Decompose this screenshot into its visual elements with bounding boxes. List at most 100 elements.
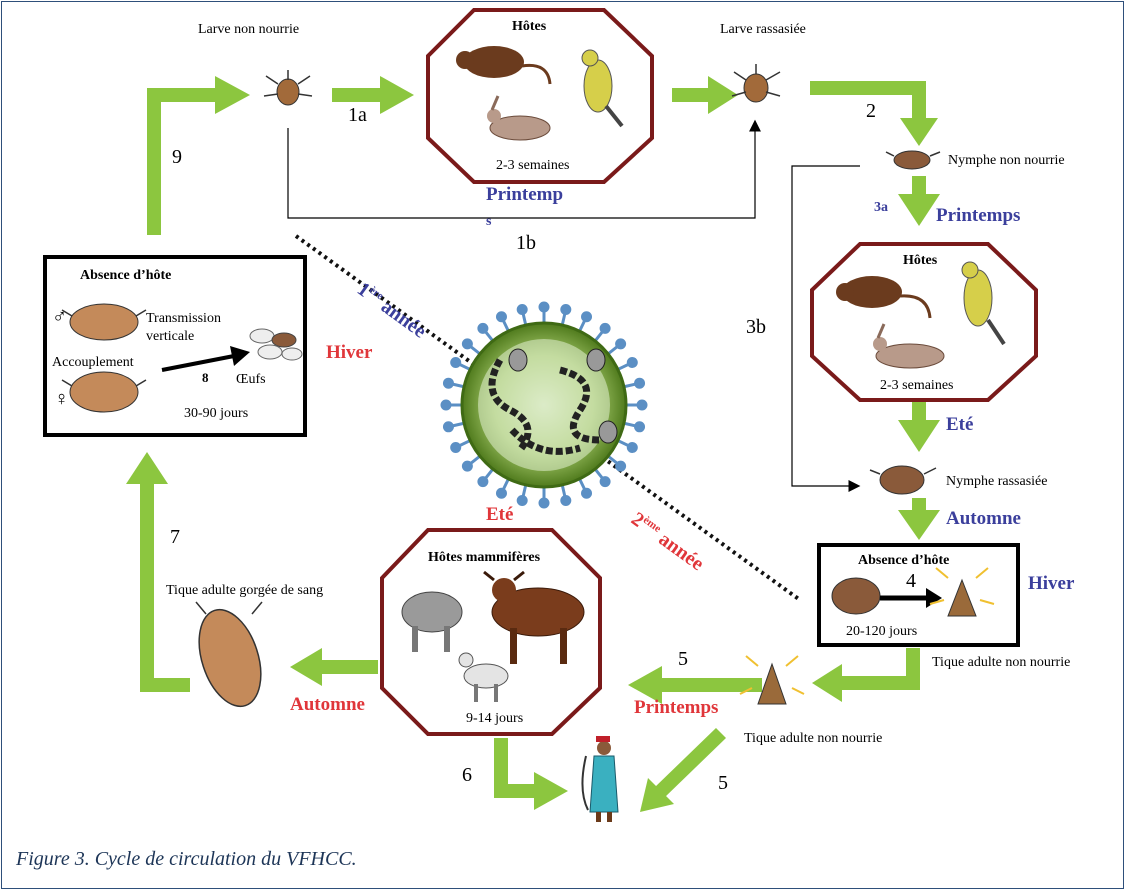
step-5-human: 5 [718, 772, 728, 794]
box-left-transmission-line1: Transmission [146, 311, 221, 326]
arrow-automne-right [898, 498, 940, 540]
rabbit-icon-2 [873, 323, 945, 369]
virus-spike-tip [495, 311, 507, 323]
virus-spike-tip [442, 421, 454, 433]
season-automne-right: Automne [946, 508, 1021, 529]
cattle-icon [483, 570, 585, 664]
season-hiver-right: Hiver [1028, 573, 1075, 594]
virus-spike-tip [581, 311, 593, 323]
box-left-transmission-line2: verticale [146, 329, 195, 344]
label-tique-adulte-non-nourrie-right: Tique adulte non nourrie [932, 655, 1071, 670]
virus-spike-tip [477, 476, 489, 488]
step-1a: 1a [348, 104, 367, 126]
label-nymphe-rassasiee: Nymphe rassasiée [946, 474, 1048, 489]
virus-spike-tip [538, 301, 550, 313]
virus-spike-tip [581, 487, 593, 499]
virus-spike-tip [634, 421, 646, 433]
step-1b: 1b [516, 232, 536, 254]
arrow-step-7 [126, 452, 190, 692]
arrow-step-5-human [640, 728, 726, 812]
tick-male-icon [61, 303, 147, 341]
virus-spike-tip [450, 442, 462, 454]
arrow-accouplement [161, 354, 235, 372]
tick-larve-non-nourrie-icon [263, 70, 313, 106]
box-left-step: 8 [202, 370, 209, 385]
step-3b: 3b [746, 316, 766, 338]
virus-spike-tip [461, 338, 473, 350]
virus-icon [440, 301, 648, 509]
virus-spike-tip [634, 377, 646, 389]
tick-nymphe-rassasiee-icon [869, 465, 937, 495]
season-printemps-bottom: Printemps [634, 697, 719, 718]
hosts-top-duration: 2-3 semaines [496, 158, 570, 173]
label-tique-adulte-non-nourrie-bottom: Tique adulte non nourrie [744, 731, 883, 746]
step-7: 7 [170, 526, 180, 548]
arrow-step-1b [287, 119, 761, 219]
arrow-to-tique-adulte [812, 648, 920, 702]
arrow-step-1a [332, 76, 414, 114]
box-right-duration: 20-120 jours [846, 624, 918, 639]
label-nymphe-non-nourrie: Nymphe non nourrie [948, 153, 1065, 168]
box-left-accouplement: Accouplement [52, 355, 134, 370]
arrow-step-5-mammals [628, 666, 762, 704]
virus-spike-tip [442, 377, 454, 389]
virus-spike-tip [560, 495, 572, 507]
season-printemps-top-wrap: s [486, 214, 492, 229]
eggs-icon [249, 328, 303, 361]
season-automne-bottom: Automne [290, 694, 365, 715]
tick-box-right-icon [831, 577, 881, 615]
step-6: 6 [462, 764, 472, 786]
virus-spike-tip [615, 338, 627, 350]
hosts-top-title: Hôtes [512, 19, 547, 34]
octagon-hosts-top [426, 8, 654, 184]
octagon-hosts-mammals [380, 528, 602, 736]
virus-spike-tip [440, 399, 452, 411]
box-right-title: Absence d’hôte [858, 553, 950, 568]
virus-spike-tip [450, 356, 462, 368]
virus-spike-tip [495, 487, 507, 499]
virus-spike-tip [599, 322, 611, 334]
virus-spike-tip [516, 303, 528, 315]
virus-spike-tip [560, 303, 572, 315]
female-symbol: ♀ [54, 388, 69, 410]
arrow-ete-right [898, 400, 940, 452]
arrow-to-larve-rassasiee [672, 76, 738, 114]
tick-nymphe-non-nourrie-icon [885, 150, 941, 170]
box-left-title: Absence d’hôte [80, 268, 172, 283]
label-larve-rassasiee: Larve rassasiée [720, 22, 806, 37]
arrow-automne-bottom [290, 648, 378, 686]
box-left-oeufs: Œufs [236, 372, 266, 387]
step-5-mammals: 5 [678, 648, 688, 670]
tick-adulte-gorgee-icon [195, 601, 263, 708]
bird-icon-2 [961, 261, 1006, 346]
season-hiver-left: Hiver [326, 342, 373, 363]
step-2: 2 [866, 100, 876, 122]
arrow-head-accouplement [230, 346, 250, 366]
virus-spike-tip [626, 356, 638, 368]
green-arrows [126, 76, 940, 812]
virus-spike-tip [516, 495, 528, 507]
human-icon [581, 736, 619, 822]
rat-icon [456, 46, 552, 85]
arrow-step-3a [898, 176, 940, 226]
virus-spike-tip [599, 476, 611, 488]
season-printemps-top: Printemp [486, 184, 564, 205]
virus-spike-tip [538, 497, 550, 509]
season-ete-right: Eté [946, 414, 974, 435]
virus-spike-tip [477, 322, 489, 334]
arrow-step-3b [791, 165, 861, 492]
label-tique-adulte-gorgee: Tique adulte gorgée de sang [166, 583, 324, 598]
tick-adult-molt-icon [929, 567, 995, 617]
rat-icon-2 [836, 276, 932, 319]
season-printemps-right: Printemps [936, 205, 1021, 226]
goat-icon [458, 652, 509, 702]
rabbit-icon [487, 95, 551, 141]
tick-female-icon [61, 371, 147, 413]
label-larve-non-nourrie: Larve non nourrie [198, 22, 300, 37]
tick-larve-rassasiee-icon [731, 64, 781, 103]
box-left-duration: 30-90 jours [184, 406, 249, 421]
thin-arrows [287, 119, 861, 492]
virus-spike-tip [626, 442, 638, 454]
